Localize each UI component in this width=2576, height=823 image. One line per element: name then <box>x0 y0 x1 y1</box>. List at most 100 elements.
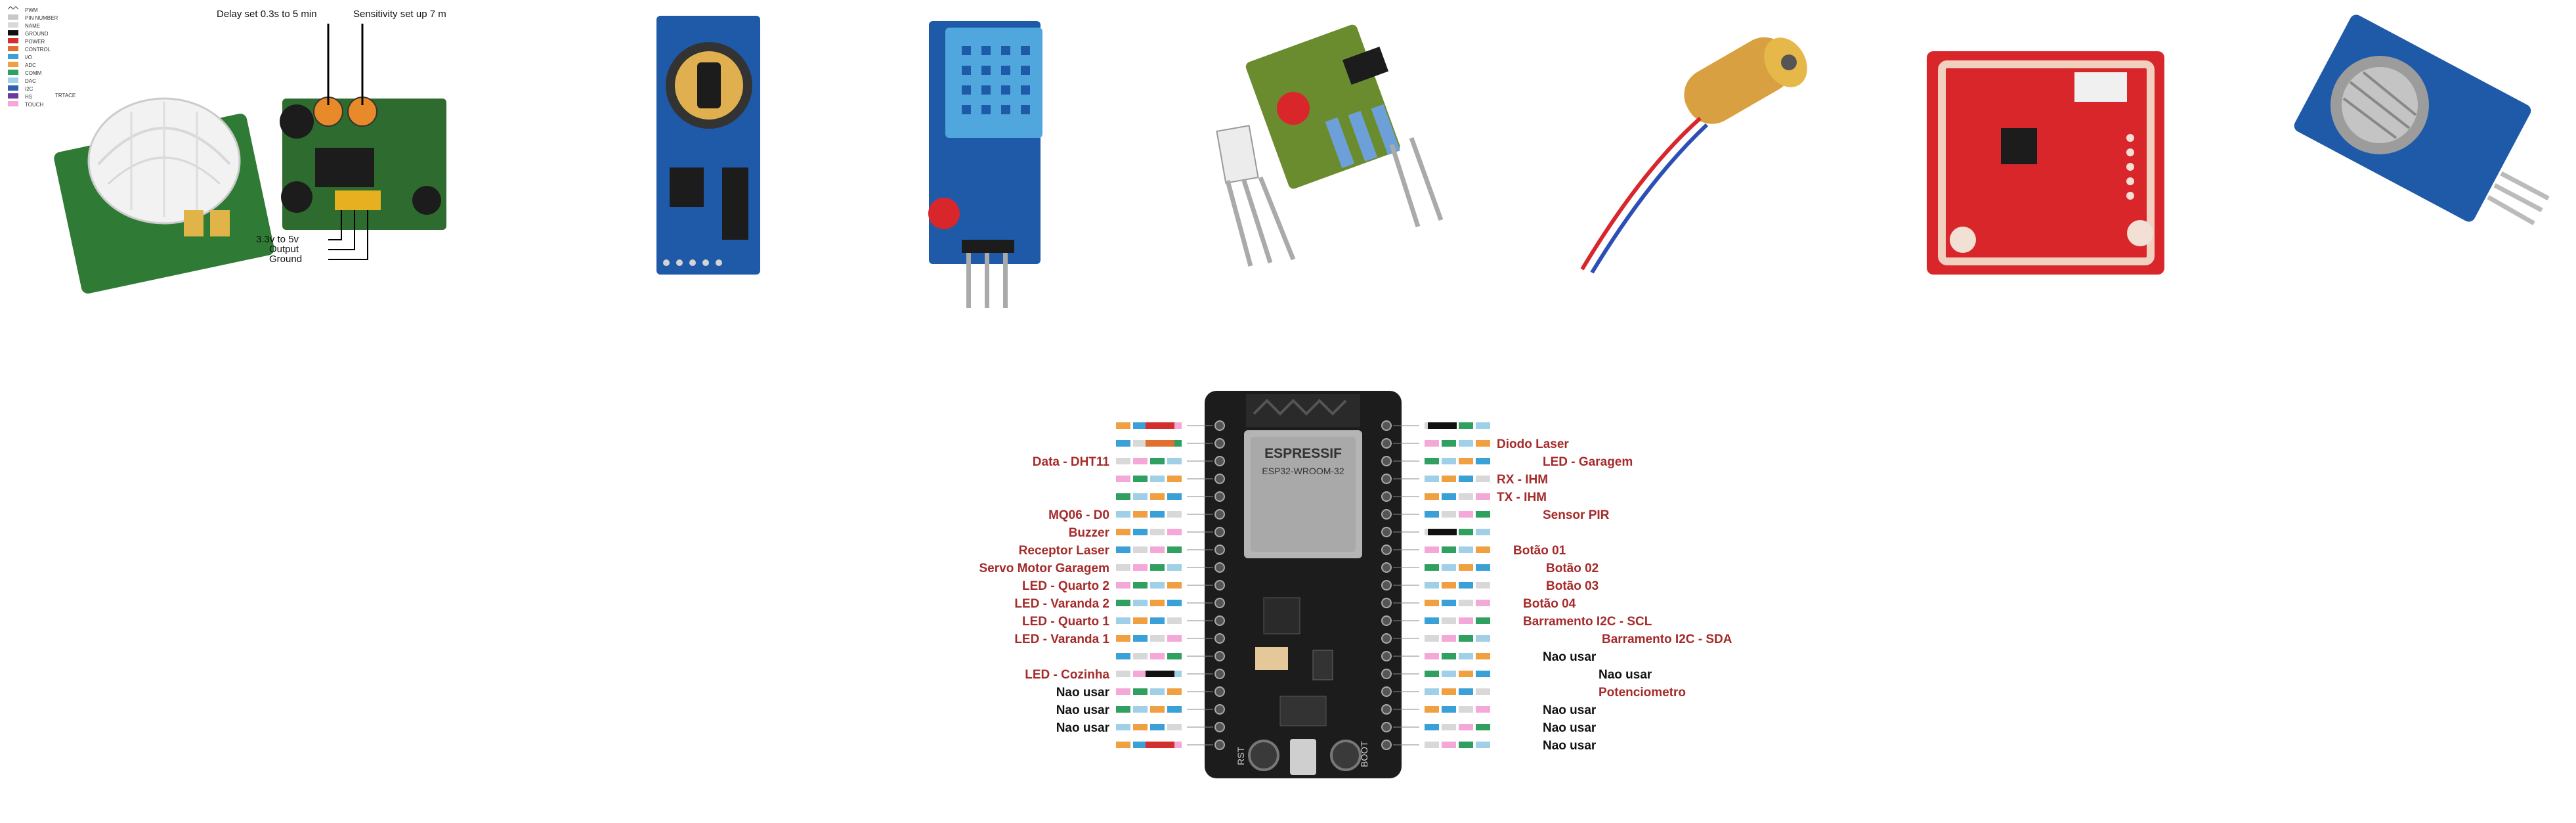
legend-extra: TRTACE <box>55 93 75 99</box>
board-pin-right <box>1381 545 1392 555</box>
board-pin-left <box>1214 598 1225 608</box>
legend-item: PIN NUMBER <box>8 14 58 21</box>
laser-receiver-module <box>1216 24 1444 267</box>
right-pin-label: Botão 02 <box>1546 562 1599 575</box>
board-pin-left <box>1214 686 1225 697</box>
left-pin-label: Receptor Laser <box>1019 544 1110 558</box>
pin-strip-right <box>1393 440 1490 447</box>
pin-strip-right <box>1393 493 1490 500</box>
right-pin-label: Nao usar <box>1543 650 1597 664</box>
legend-label: PIN NUMBER <box>25 15 58 21</box>
legend-item: PWM <box>7 6 38 13</box>
legend-label: ADC <box>25 62 36 68</box>
pin-strip-right <box>1393 600 1490 606</box>
legend-label: PWM <box>25 7 38 13</box>
pir-dome <box>54 97 274 294</box>
left-pin-label: Nao usar <box>1056 686 1110 700</box>
ground-pin-marker <box>1146 671 1174 677</box>
board-pin-left <box>1214 509 1225 520</box>
pin-strip-right <box>1393 511 1490 518</box>
board-pin-right <box>1381 651 1392 661</box>
legend-item: DAC <box>8 78 36 84</box>
left-pin-label: Data - DHT11 <box>1033 455 1110 469</box>
right-pin-label: Nao usar <box>1543 703 1597 717</box>
pin-strip-right <box>1393 653 1490 659</box>
enable-pin-marker <box>1146 440 1174 447</box>
legend-item: CONTROL <box>8 46 51 53</box>
right-pin-label: LED - Garagem <box>1543 455 1633 469</box>
board-pin-left <box>1214 420 1225 431</box>
board-boot-label: BOOT <box>1359 741 1369 767</box>
pir-pin-ground-label: Ground <box>269 254 302 265</box>
legend-label: I2C <box>25 86 33 92</box>
ground-pin-marker <box>1428 422 1457 429</box>
board-pin-left <box>1214 491 1225 502</box>
right-pin-label: Barramento I2C - SCL <box>1523 615 1652 629</box>
pin-strip-left <box>1116 617 1213 624</box>
board-pin-left <box>1214 527 1225 537</box>
board-model: ESP32-WROOM-32 <box>1262 466 1344 476</box>
gas-sensor-module <box>2294 14 2550 226</box>
pin-strip-left <box>1116 653 1213 659</box>
legend-label: COMM <box>25 70 42 76</box>
right-pin-label: Nao usar <box>1599 668 1652 682</box>
legend-item: GROUND <box>8 30 49 37</box>
board-pin-left <box>1214 545 1225 555</box>
right-pin-label: Botão 04 <box>1523 597 1576 611</box>
pin-strip-left <box>1116 511 1213 518</box>
pin-strip-left <box>1116 546 1213 553</box>
board-pin-right <box>1381 562 1392 573</box>
ground-pin-marker <box>1428 529 1457 535</box>
power-pin-marker <box>1146 742 1174 748</box>
right-pin-label: Nao usar <box>1543 721 1597 735</box>
legend-label: DAC <box>25 78 36 84</box>
right-pin-label: Botão 03 <box>1546 579 1599 593</box>
board-pin-right <box>1381 527 1392 537</box>
legend-label: CONTROL <box>25 47 51 53</box>
board-pin-right <box>1381 438 1392 449</box>
board-pin-left <box>1214 456 1225 466</box>
left-pin-label: LED - Varanda 2 <box>1014 597 1109 611</box>
power-pin-marker <box>1146 422 1174 429</box>
left-pin-label: LED - Quarto 2 <box>1022 579 1109 593</box>
board-pin-right <box>1381 474 1392 484</box>
rfid-module <box>1927 51 2164 275</box>
esp32-board: ESPRESSIF ESP32-WROOM-32 RST BOOT <box>1205 391 1402 778</box>
right-pin-label: TX - IHM <box>1497 491 1547 504</box>
pin-strip-right <box>1393 564 1490 571</box>
legend-item: I2C <box>8 85 33 92</box>
board-pin-left <box>1214 669 1225 679</box>
left-pin-label: MQ06 - D0 <box>1048 508 1109 522</box>
right-pin-label: Potenciometro <box>1599 686 1686 700</box>
pin-strip-right <box>1393 671 1490 677</box>
legend-item: ADC <box>8 62 36 68</box>
left-pin-label: Buzzer <box>1069 526 1110 540</box>
pir-pin-output-label: Output <box>269 244 299 255</box>
board-pin-left <box>1214 633 1225 644</box>
right-pin-label: Nao usar <box>1543 739 1597 753</box>
pin-strip-left <box>1116 476 1213 482</box>
pir-pin-vcc-label: 3.3v to 5v <box>256 234 299 245</box>
board-pin-right <box>1381 615 1392 626</box>
laser-diode-module <box>1580 37 1807 274</box>
board-pin-left <box>1214 562 1225 573</box>
left-pin-label: LED - Cozinha <box>1025 668 1109 682</box>
pin-strip-right <box>1393 635 1490 642</box>
pir-sensor-module: Delay set 0.3s to 5 min Sensitivity set … <box>54 9 446 294</box>
board-pin-left <box>1214 722 1225 732</box>
left-pin-label: Nao usar <box>1056 721 1110 735</box>
pin-strip-left <box>1116 582 1213 589</box>
pin-strip-right <box>1393 476 1490 482</box>
pin-strip-right <box>1393 724 1490 730</box>
pir-delay-label: Delay set 0.3s to 5 min <box>217 9 317 20</box>
legend-item: TOUCH <box>8 101 44 108</box>
rtc-module <box>656 16 760 275</box>
board-pin-right <box>1381 420 1392 431</box>
legend-item: POWER <box>8 38 45 45</box>
board-pin-right <box>1381 740 1392 750</box>
pin-strip-right <box>1393 617 1490 624</box>
board-pin-right <box>1381 686 1392 697</box>
legend-label: I/O <box>25 55 32 60</box>
pin-strip-right <box>1393 706 1490 713</box>
